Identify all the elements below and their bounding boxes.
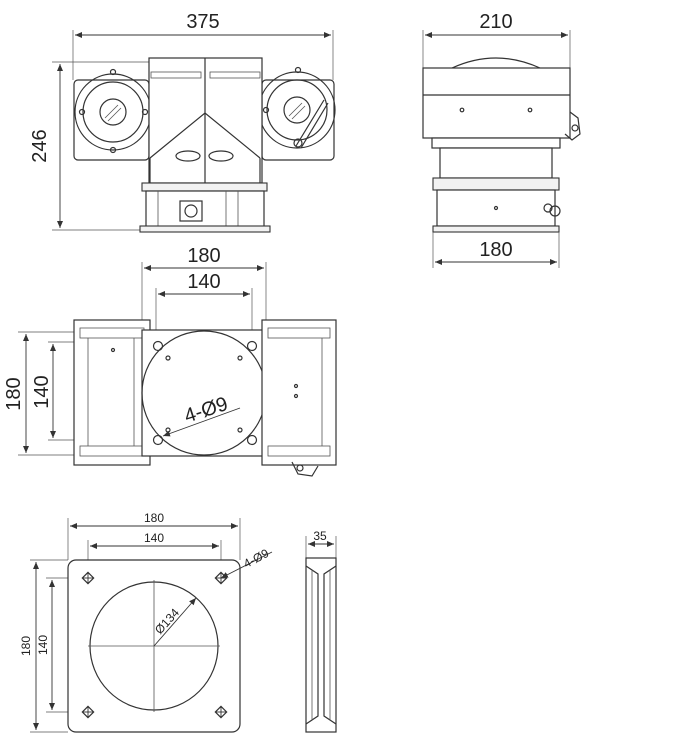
flange-left-inner-label: 140 (36, 635, 50, 655)
flange-hole-label: 4-Ø9 (241, 546, 271, 571)
flange-left-outer-label: 180 (19, 636, 33, 656)
top-left-inner-label: 140 (31, 375, 53, 408)
top-inner-label: 140 (187, 271, 220, 293)
top-left-outer-label: 180 (3, 377, 25, 410)
flange-plan-view: 180 140 180 140 (19, 511, 273, 733)
front-width-label: 375 (186, 11, 219, 33)
flange-bolt-holes (81, 571, 228, 719)
front-height-label: 246 (29, 129, 51, 162)
flange-inner-label: 140 (144, 531, 164, 545)
front-view: 375 246 (29, 11, 336, 233)
flange-side-view: 35 (305, 529, 337, 733)
top-view: 180 140 180 140 4-Ø9 (3, 245, 337, 477)
side-width-label: 210 (479, 11, 512, 33)
flange-thickness-label: 35 (313, 529, 327, 543)
top-outer-label: 180 (187, 245, 220, 267)
side-base-label: 180 (479, 239, 512, 261)
flange-outer-label: 180 (144, 511, 164, 525)
side-view: 210 180 (422, 11, 581, 268)
